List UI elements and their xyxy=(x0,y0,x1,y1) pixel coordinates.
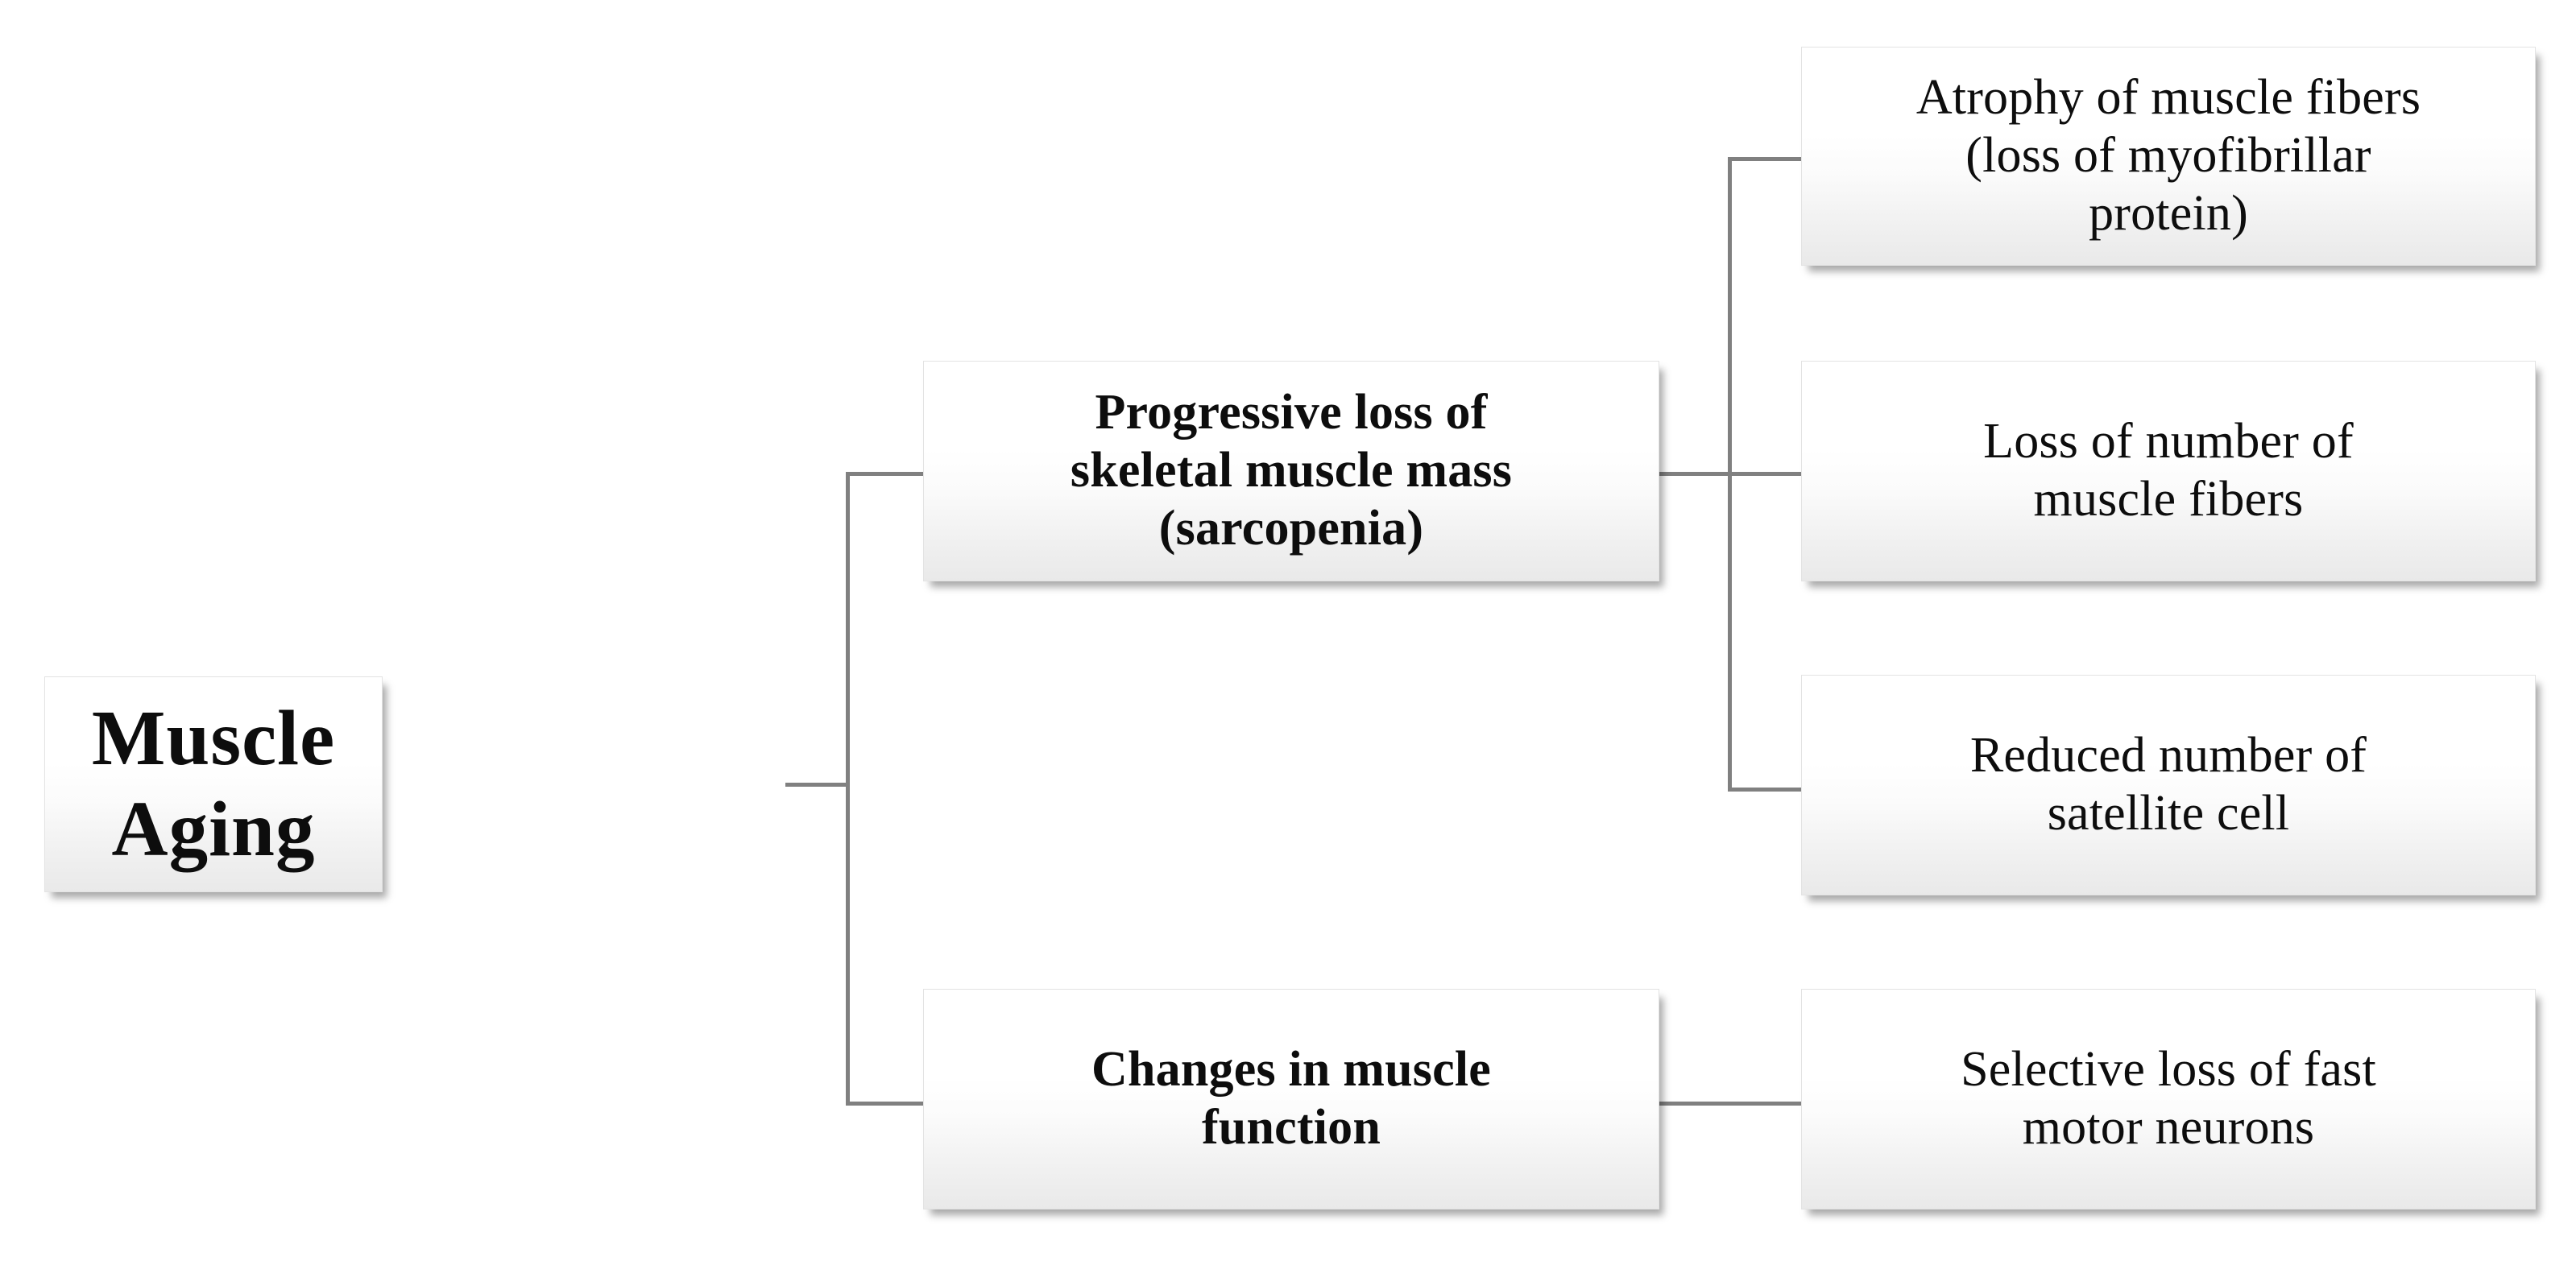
node-progressive-loss[interactable]: Progressive loss of skeletal muscle mass… xyxy=(923,361,1659,581)
node-atrophy-of-muscle-fibers-label: Atrophy of muscle fibers (loss of myofib… xyxy=(1915,70,2421,241)
node-changes-in-muscle-function-label: Changes in muscle function xyxy=(1091,1042,1491,1155)
node-changes-in-muscle-function[interactable]: Changes in muscle function xyxy=(923,989,1659,1209)
connector-root-stub xyxy=(785,783,850,787)
connector-trunk-to-leaf-3 xyxy=(1728,788,1804,792)
node-loss-of-number-of-muscle-fibers[interactable]: Loss of number of muscle fibers xyxy=(1801,361,2536,581)
node-selective-loss-of-fast-motor-neurons[interactable]: Selective loss of fast motor neurons xyxy=(1801,989,2536,1209)
node-muscle-aging-label: Muscle Aging xyxy=(91,695,336,872)
node-reduced-number-of-satellite-cell[interactable]: Reduced number of satellite cell xyxy=(1801,675,2536,895)
node-loss-of-number-of-muscle-fibers-label: Loss of number of muscle fibers xyxy=(1983,414,2354,527)
node-reduced-number-of-satellite-cell-label: Reduced number of satellite cell xyxy=(1969,728,2367,841)
connector-branch-trunk xyxy=(846,472,850,1106)
node-progressive-loss-label: Progressive loss of skeletal muscle mass… xyxy=(1070,385,1513,556)
connector-trunk-to-leaf-1 xyxy=(1728,157,1804,161)
connector-branch-2-to-leaf-4 xyxy=(1659,1102,1804,1106)
node-muscle-aging[interactable]: Muscle Aging xyxy=(44,676,383,892)
node-selective-loss-of-fast-motor-neurons-label: Selective loss of fast motor neurons xyxy=(1961,1042,2376,1155)
connector-trunk-to-leaf-2 xyxy=(1728,472,1804,476)
node-atrophy-of-muscle-fibers[interactable]: Atrophy of muscle fibers (loss of myofib… xyxy=(1801,47,2536,266)
connector-trunk-to-branch-1 xyxy=(846,472,926,476)
connector-branch-1-stub xyxy=(1659,472,1732,476)
connector-trunk-to-branch-2 xyxy=(846,1102,926,1106)
